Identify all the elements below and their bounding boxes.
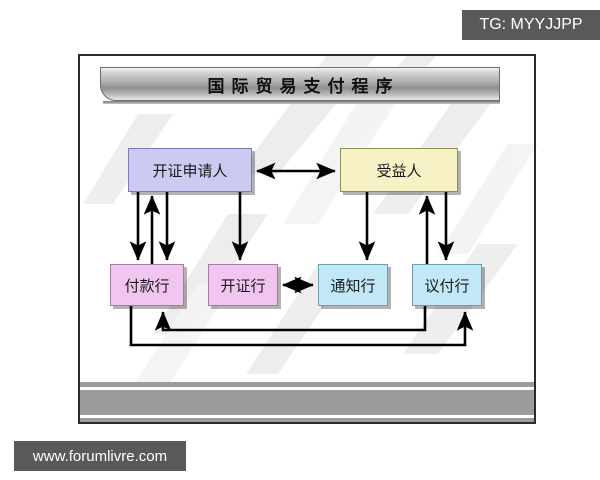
node-beneficiary-label: 受益人: [376, 161, 422, 180]
node-applicant[interactable]: 开证申请人: [128, 148, 252, 192]
node-applicant-label: 开证申请人: [152, 161, 228, 180]
title-underline: [103, 101, 500, 104]
node-beneficiary[interactable]: 受益人: [340, 148, 458, 192]
node-negotiating-bank[interactable]: 议付行: [412, 264, 482, 306]
footer-line-bottom: [80, 415, 534, 418]
footer-line-top: [80, 387, 534, 390]
node-advising-bank[interactable]: 通知行: [318, 264, 388, 306]
title-banner: 国际贸易支付程序: [100, 67, 500, 101]
page-title: 国际贸易支付程序: [207, 76, 400, 97]
tg-watermark-badge: TG: MYYJJPP: [462, 10, 600, 40]
node-paying-bank-label: 付款行: [124, 276, 170, 295]
site-watermark-text: www.forumlivre.com: [32, 447, 168, 465]
node-negotiating-bank-label: 议付行: [424, 276, 470, 295]
node-issuing-bank-label: 开证行: [220, 276, 266, 295]
node-advising-bank-label: 通知行: [330, 276, 376, 295]
slide-frame: [78, 54, 536, 424]
site-watermark-badge: www.forumlivre.com: [14, 441, 186, 471]
node-paying-bank[interactable]: 付款行: [110, 264, 184, 306]
node-issuing-bank[interactable]: 开证行: [208, 264, 278, 306]
tg-watermark-text: TG: MYYJJPP: [479, 16, 583, 33]
